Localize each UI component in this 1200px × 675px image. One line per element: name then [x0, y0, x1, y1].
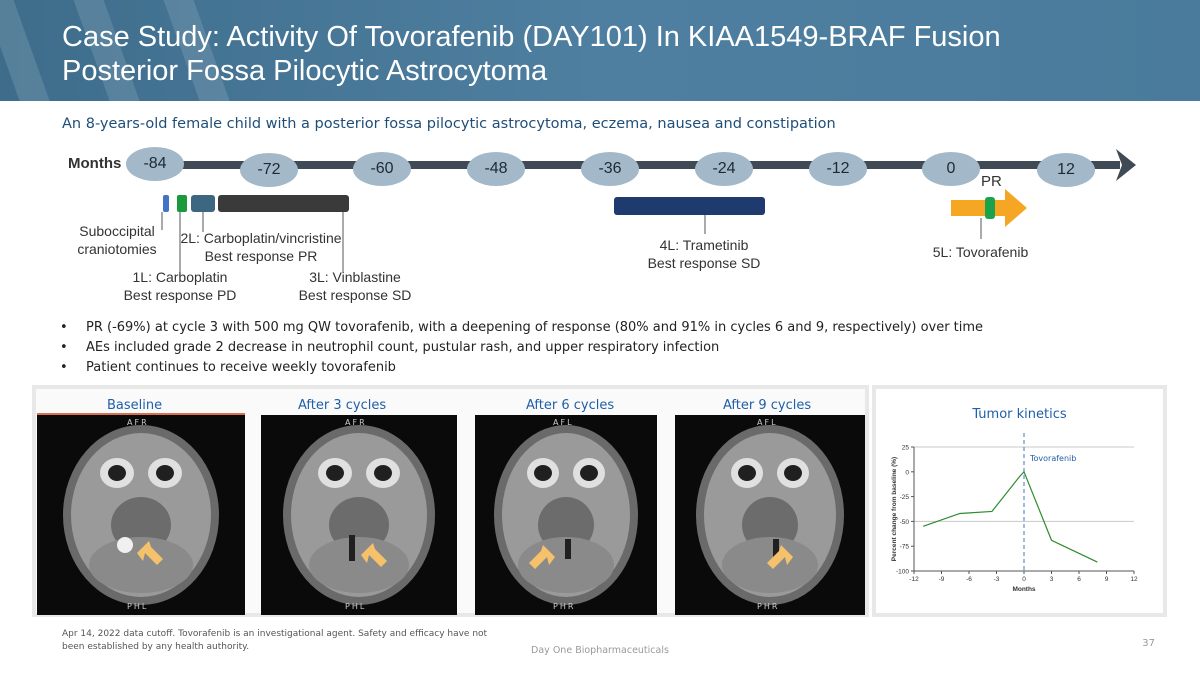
- tick-minus-60: -60: [353, 152, 411, 186]
- l1-label: 1L: Carboplatin Best response PD: [110, 268, 250, 304]
- x-tick-label: 0: [1022, 576, 1026, 583]
- brain-scan-icon: [494, 425, 638, 605]
- l3-bar: [218, 195, 349, 212]
- scan-orientation-top: AFR: [127, 418, 149, 427]
- x-tick-label: 12: [1130, 576, 1138, 583]
- series-line: [922, 470, 1098, 563]
- tick-minus-72: -72: [240, 153, 298, 187]
- scan-label-9-cycles: After 9 cycles: [723, 398, 812, 413]
- l2-label: 2L: Carboplatin/vincristine Best respons…: [176, 229, 346, 265]
- l2-label-line2: Best response PR: [204, 248, 318, 264]
- x-axis-label: Months: [1012, 586, 1035, 593]
- baseline-underline: [37, 413, 245, 415]
- tick-0: 0: [922, 152, 980, 186]
- y-tick-label: -100: [896, 569, 909, 576]
- mri-scan-6-cycles: AFL PHR: [475, 415, 657, 615]
- x-tick-label: 9: [1105, 576, 1109, 583]
- scan-orientation-top: AFR: [345, 418, 367, 427]
- surgery-label-line1: Suboccipital: [79, 223, 155, 239]
- y-tick-label: 25: [902, 445, 910, 452]
- bullet-item: AEs included grade 2 decrease in neutrop…: [58, 338, 1158, 358]
- tick-minus-24: -24: [695, 152, 753, 186]
- surgery-bar: [163, 195, 169, 212]
- brain-scan-icon: [283, 425, 435, 605]
- l3-label-line2: Best response SD: [298, 287, 412, 303]
- mri-scan-3-cycles: AFR PHL: [261, 415, 457, 615]
- l1-label-line1: 1L: Carboplatin: [132, 269, 228, 285]
- mri-scan-9-cycles: AFL PHR: [675, 415, 865, 615]
- scan-orientation-bottom: PHL: [127, 602, 149, 611]
- l4-label-line2: Best response SD: [647, 255, 761, 271]
- page-number: 37: [1142, 638, 1155, 649]
- patient-description: An 8-years-old female child with a poste…: [62, 116, 836, 132]
- l2-label-line1: 2L: Carboplatin/vincristine: [180, 230, 342, 246]
- tick-minus-36: -36: [581, 152, 639, 186]
- scan-label-6-cycles: After 6 cycles: [526, 398, 615, 413]
- company-name: Day One Biopharmaceuticals: [531, 645, 669, 656]
- pr-label: PR: [981, 173, 1002, 190]
- l3-label: 3L: Vinblastine Best response SD: [290, 268, 420, 304]
- brain-scan-icon: [63, 425, 219, 605]
- scan-orientation-bottom: PHR: [553, 602, 576, 611]
- tick-minus-84: -84: [126, 147, 184, 181]
- l4-label-line1: 4L: Trametinib: [659, 237, 749, 253]
- surgery-label-line2: craniotomies: [77, 241, 157, 257]
- l5-label: 5L: Tovorafenib: [918, 243, 1043, 261]
- scan-orientation-top: AFL: [553, 418, 574, 427]
- footnote: Apr 14, 2022 data cutoff. Tovorafenib is…: [62, 629, 488, 652]
- page-title: Case Study: Activity Of Tovorafenib (DAY…: [62, 20, 1162, 88]
- l2-bar: [191, 195, 215, 212]
- x-tick-label: 3: [1050, 576, 1054, 583]
- y-tick-label: -75: [900, 544, 910, 551]
- timeline-axis-label: Months: [68, 155, 122, 172]
- y-axis-label: Percent change from baseline (%): [891, 457, 898, 561]
- x-tick-label: -9: [939, 576, 945, 583]
- mri-scan-baseline: AFR PHL: [37, 415, 245, 615]
- l3-label-line1: 3L: Vinblastine: [309, 269, 401, 285]
- tick-12: 12: [1037, 153, 1095, 187]
- l4-label: 4L: Trametinib Best response SD: [634, 236, 774, 272]
- y-tick-label: -25: [900, 494, 910, 501]
- scan-orientation-top: AFL: [757, 418, 778, 427]
- bullet-item: Patient continues to receive weekly tovo…: [58, 358, 1158, 378]
- scan-label-3-cycles: After 3 cycles: [298, 398, 387, 413]
- tumor-kinetics-panel: Tumor kinetics 25 0 -25 -50 -75 -100-12 -9 -6 -3…: [872, 385, 1167, 617]
- treatment-timeline: Months -84 -72 -60 -48 -36 -24 -12 0 12 …: [0, 140, 1200, 310]
- x-tick-label: -6: [966, 576, 972, 583]
- title-line-2: Posterior Fossa Pilocytic Astrocytoma: [62, 55, 548, 87]
- treatment-annotation: Tovorafenib: [1029, 454, 1076, 463]
- y-tick-label: -50: [900, 519, 910, 526]
- brain-scan-icon: [696, 425, 844, 605]
- l4-bar: [614, 197, 765, 215]
- scan-orientation-bottom: PHL: [345, 602, 367, 611]
- scan-label-baseline: Baseline: [107, 398, 163, 413]
- bullet-item: PR (-69%) at cycle 3 with 500 mg QW tovo…: [58, 318, 1158, 338]
- x-tick-label: -12: [909, 576, 919, 583]
- x-tick-label: 6: [1077, 576, 1081, 583]
- banner-decoration-icon: [0, 0, 230, 101]
- l1-label-line2: Best response PD: [123, 287, 237, 303]
- x-tick-label: -3: [994, 576, 1000, 583]
- tick-minus-48: -48: [467, 152, 525, 186]
- y-tick-label: 0: [905, 469, 909, 476]
- summary-bullets: PR (-69%) at cycle 3 with 500 mg QW tovo…: [58, 318, 1158, 378]
- l1-bar: [177, 195, 187, 212]
- pr-marker: [985, 197, 995, 219]
- chart-title: Tumor kinetics: [972, 407, 1067, 422]
- surgery-label: Suboccipital craniotomies: [72, 222, 162, 258]
- title-banner: Case Study: Activity Of Tovorafenib (DAY…: [0, 0, 1200, 101]
- timeline-arrow-icon: [1116, 149, 1136, 181]
- title-line-1: Case Study: Activity Of Tovorafenib (DAY…: [62, 21, 1001, 53]
- scan-orientation-bottom: PHR: [757, 602, 780, 611]
- l5-label-line1: 5L: Tovorafenib: [932, 244, 1029, 260]
- tick-minus-12: -12: [809, 152, 867, 186]
